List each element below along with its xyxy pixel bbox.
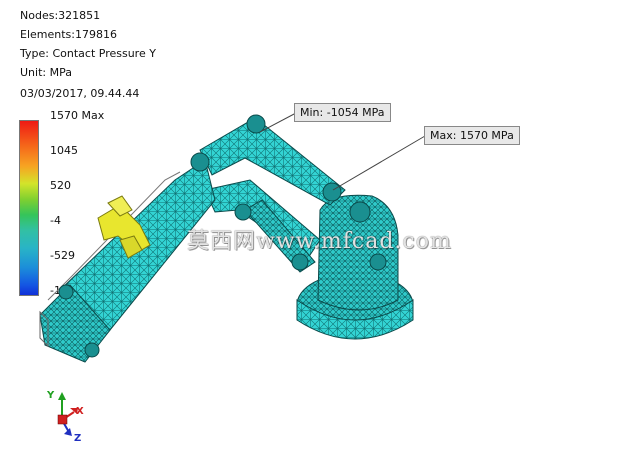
watermark-text: 莫西网www.mfcad.com [187, 229, 452, 254]
info-datetime: 03/03/2017, 09.44.44 [20, 87, 140, 100]
legend-label-2: 1045 [50, 144, 78, 157]
info-unit: Unit: MPa [20, 66, 72, 79]
min-callout: Min: -1054 MPa [294, 103, 391, 122]
legend-label-max: 1570 Max [50, 109, 105, 122]
robot-upper-arm [199, 114, 346, 273]
legend-label-3: 520 [50, 179, 71, 192]
axis-label-y: Y [47, 390, 55, 401]
min-callout-leader [259, 112, 297, 133]
axis-triad [57, 392, 78, 436]
legend-label-5: -529 [50, 249, 75, 262]
max-callout: Max: 1570 MPa [424, 126, 520, 145]
axis-label-x: X [76, 406, 84, 417]
max-callout-leader [332, 135, 426, 191]
color-legend-bar [19, 120, 39, 296]
robot-gripper [97, 195, 151, 259]
robot-base [296, 194, 414, 340]
axis-label-z: Z [74, 433, 82, 444]
legend-label-4: -4 [50, 214, 61, 227]
info-nodes: Nodes:321851 [20, 9, 101, 22]
info-elements: Elements:179816 [20, 28, 117, 41]
info-result-type: Type: Contact Pressure Y [20, 47, 156, 60]
robot-forearm [39, 152, 216, 363]
